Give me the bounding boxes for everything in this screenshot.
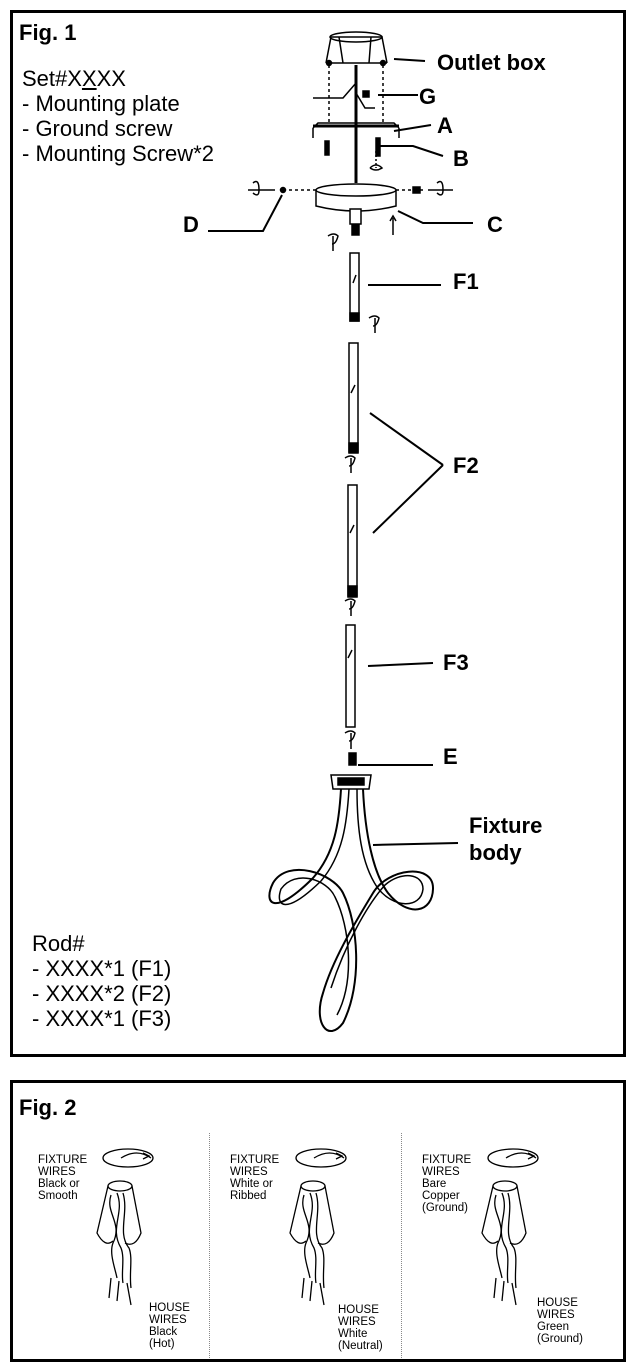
coupling-symbol [327,233,339,251]
label-f1: F1 [453,269,479,294]
rod-item: - XXXX*2 (F2) [32,981,172,1006]
set-item: - Mounting plate [22,91,180,116]
rod-item: - XXXX*1 (F3) [32,1006,172,1031]
leader-lines [208,58,473,846]
label-outlet-box: Outlet box [437,50,546,75]
rod-item: - XXXX*1 (F1) [32,956,172,981]
rod-f2-lower-drawing [347,484,358,598]
label-d: D [183,212,199,237]
panel-divider [401,1133,402,1358]
exploded-assembly-drawing [208,31,473,1033]
set-item: - Mounting Screw*2 [22,141,214,166]
canopy-drawing [315,183,397,212]
set-parts-list: Set#XXXX - Mounting plate - Ground screw… [22,66,214,166]
set-number: Set#XXXX [22,66,126,91]
outlet-box-drawing [325,31,388,123]
figure-1-panel: Fig. 1 Set#XXXX - Mounting plate - Groun… [10,10,626,1057]
rod-parts-list: Rod# - XXXX*1 (F1) - XXXX*2 (F2) - XXXX*… [32,931,171,1031]
label-b: B [453,146,469,171]
label-a: A [437,113,453,138]
rod-f1-drawing [349,252,360,322]
wire-nut-drawing-2 [289,1148,347,1306]
label-c: C [487,212,503,237]
label-fixture-body: Fixture body [469,813,543,865]
label-f2: F2 [453,453,479,478]
wire-connection-drawings [96,1148,539,1306]
fixture-body-drawing [268,774,435,1033]
wire-nut-drawing-1 [96,1148,154,1306]
label-f3: F3 [443,650,469,675]
set-item: - Ground screw [22,116,173,141]
figure-2-panel: Fig. 2 [10,1080,626,1362]
rod-number: Rod# [32,931,85,956]
wire-nut-drawing-3 [481,1148,539,1306]
rod-f3-drawing [345,624,356,728]
label-g: G [419,84,437,109]
rod-f2-upper-drawing [348,342,359,454]
label-e: E [443,744,458,769]
panel-divider [209,1133,210,1358]
figure-2-title: Fig. 2 [19,1095,77,1120]
figure-1-title: Fig. 1 [19,20,77,45]
